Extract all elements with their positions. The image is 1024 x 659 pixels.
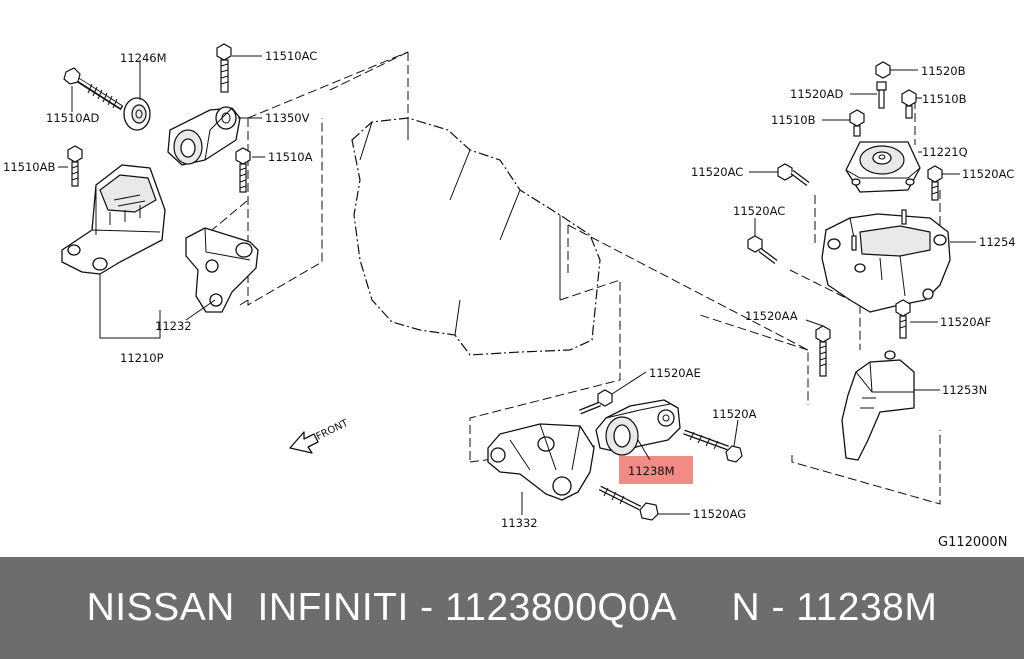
label-11510b-left: 11510B [771,113,816,127]
front-direction-arrow: FRONT [289,417,351,454]
label-11238m-highlighted: 11238M [628,464,675,478]
right-labels: 11520B 11520AD 11510B 11510B 11221Q 1152… [691,64,1016,397]
washer-11246m [123,97,151,131]
left-labels: 11246M 11510AC 11510AD 11350V 11510A 115… [3,49,317,365]
engine-mount-11238m [595,399,681,456]
bolt-11510ab [67,145,83,187]
label-11520ad: 11520AD [790,87,843,101]
label-11510ab: 11510AB [3,160,55,174]
bolt-11520ag [598,485,690,521]
front-label: FRONT [314,417,350,442]
bolt-11520b [875,61,918,79]
bolt-11510ac [216,43,232,93]
diagram-ref-code: G112000N [938,535,1007,550]
label-11520aa: 11520AA [745,309,798,323]
mount-insulator-11221q [845,141,921,193]
bolt-11510b-right [901,89,922,119]
bolt-11510a [235,147,251,193]
stud-11520ad [850,81,887,109]
bolt-11520a [683,419,743,463]
label-11221q: 11221Q [922,145,968,159]
label-11520af: 11520AF [940,315,991,329]
label-11520a: 11520A [712,407,757,421]
label-11520ag: 11520AG [693,507,746,521]
exploded-view-drawing: 11246M 11510AC 11510AD 11350V 11510A 115… [3,43,1016,550]
label-11510a: 11510A [268,150,313,164]
part-number-text: NISSAN INFINITI - 1123800Q0A N - 11238M [86,586,938,629]
bracket-11332 [487,423,595,501]
highlight-box [619,456,693,484]
bottom-labels: 11520AE 11520A 11238M 11332 11520AG [501,366,757,530]
label-11332: 11332 [501,516,538,530]
label-11232: 11232 [155,319,192,333]
bracket-11254 [821,209,951,313]
bolt-11520ac-horizontal [777,163,810,186]
label-11510ac: 11510AC [265,49,317,63]
torque-rod-11350v [167,106,241,166]
bolt-11520af [895,299,911,339]
label-11520ac-right: 11520AC [962,167,1014,181]
bracket-11232 [185,227,259,313]
engine-mount-11210p [61,164,166,275]
label-11520ac-lower: 11520AC [733,204,785,218]
label-11210p: 11210P [120,351,164,365]
bolt-11510b-left [822,109,865,137]
label-11253n: 11253N [942,383,987,397]
engine-block-outline [351,117,601,356]
label-11520b: 11520B [921,64,966,78]
bolt-11520ac-right [927,165,943,201]
part-number-banner: NISSAN INFINITI - 1123800Q0A N - 11238M [0,557,1024,659]
bolt-11520ae [579,371,647,415]
label-11520ac-left: 11520AC [691,165,743,179]
label-11510ad: 11510AD [46,111,99,125]
label-11510b-right: 11510B [922,92,967,106]
label-11350v: 11350V [265,111,310,125]
bolt-11520aa [815,325,831,377]
bracket-11253n [841,350,915,461]
label-11254: 11254 [979,235,1016,249]
label-11520ae: 11520AE [649,366,701,380]
bolt-11520ac-lower [747,235,778,264]
label-11246m: 11246M [120,51,167,65]
bolt-11510ad [63,67,124,111]
parts-diagram: 11246M 11510AC 11510AD 11350V 11510A 115… [3,43,1016,550]
